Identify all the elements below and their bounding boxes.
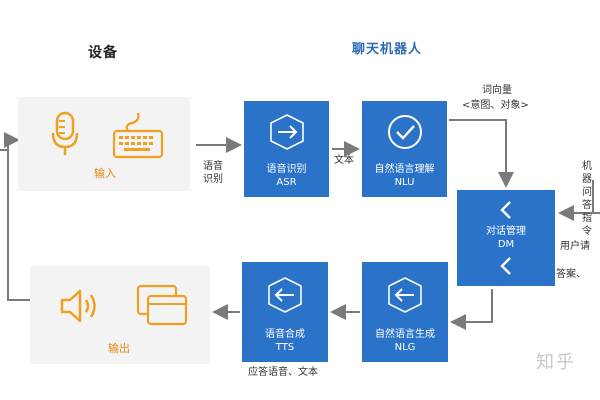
asr-label-en: ASR	[276, 177, 297, 188]
nlu-to-dm-arrow	[449, 119, 514, 188]
chevron-left-icon	[500, 257, 511, 275]
watermark: 知乎	[536, 352, 576, 373]
nlg-label-en: NLG	[394, 342, 416, 353]
speaker-icon	[58, 286, 106, 330]
nlg-label-cn: 自然语言生成	[375, 329, 435, 340]
answer-label: 答案、	[556, 269, 586, 280]
keyboard-icon	[110, 111, 166, 165]
dm-label-cn: 对话管理	[486, 226, 526, 237]
cube-arrow-icon	[388, 277, 422, 313]
user-request-label: 用户请	[560, 241, 590, 252]
chevron-left-icon	[500, 201, 511, 219]
window-stack-icon	[136, 284, 188, 332]
intent-label-line2: <意图、对象>	[462, 100, 529, 111]
intent-label-line1: 词向量	[482, 85, 512, 96]
output-device-panel: 输出	[30, 266, 210, 364]
cube-arrow-icon	[268, 277, 302, 313]
nlg-box: 自然语言生成 NLG	[362, 262, 448, 362]
tts-label-cn: 语音合成	[265, 329, 305, 340]
input-device-panel: 输入	[18, 97, 190, 191]
output-label: 输出	[108, 342, 130, 355]
text-label: 文本	[334, 155, 354, 166]
input-label: 输入	[94, 167, 116, 180]
tts-label-en: TTS	[275, 342, 295, 353]
dm-label-en: DM	[497, 239, 515, 250]
devices-title: 设备	[88, 45, 118, 61]
nlu-label-cn: 自然语言理解	[374, 164, 435, 175]
nlu-box: 自然语言理解 NLU	[362, 101, 447, 197]
right-top-label: 机器 问答 指令	[582, 161, 592, 237]
nlu-label-en: NLU	[394, 177, 415, 188]
dm-to-nlg-arrow	[450, 289, 493, 330]
asr-label-cn: 语音识别	[266, 164, 307, 175]
cube-arrow-icon	[269, 114, 304, 150]
tts-box: 语音合成 TTS	[242, 262, 328, 362]
microphone-icon	[50, 111, 80, 163]
asr-box: 语音识别 ASR	[244, 101, 329, 197]
check-circle-icon	[387, 115, 422, 149]
feedback-loop-arrow	[4, 132, 30, 301]
speech-recognition-label: 语音 识别	[203, 161, 223, 185]
dm-box: 对话管理 DM	[457, 190, 555, 286]
reply-speech-label: 应答语音、文本	[248, 367, 318, 378]
chatbot-title: 聊天机器人	[352, 42, 423, 57]
